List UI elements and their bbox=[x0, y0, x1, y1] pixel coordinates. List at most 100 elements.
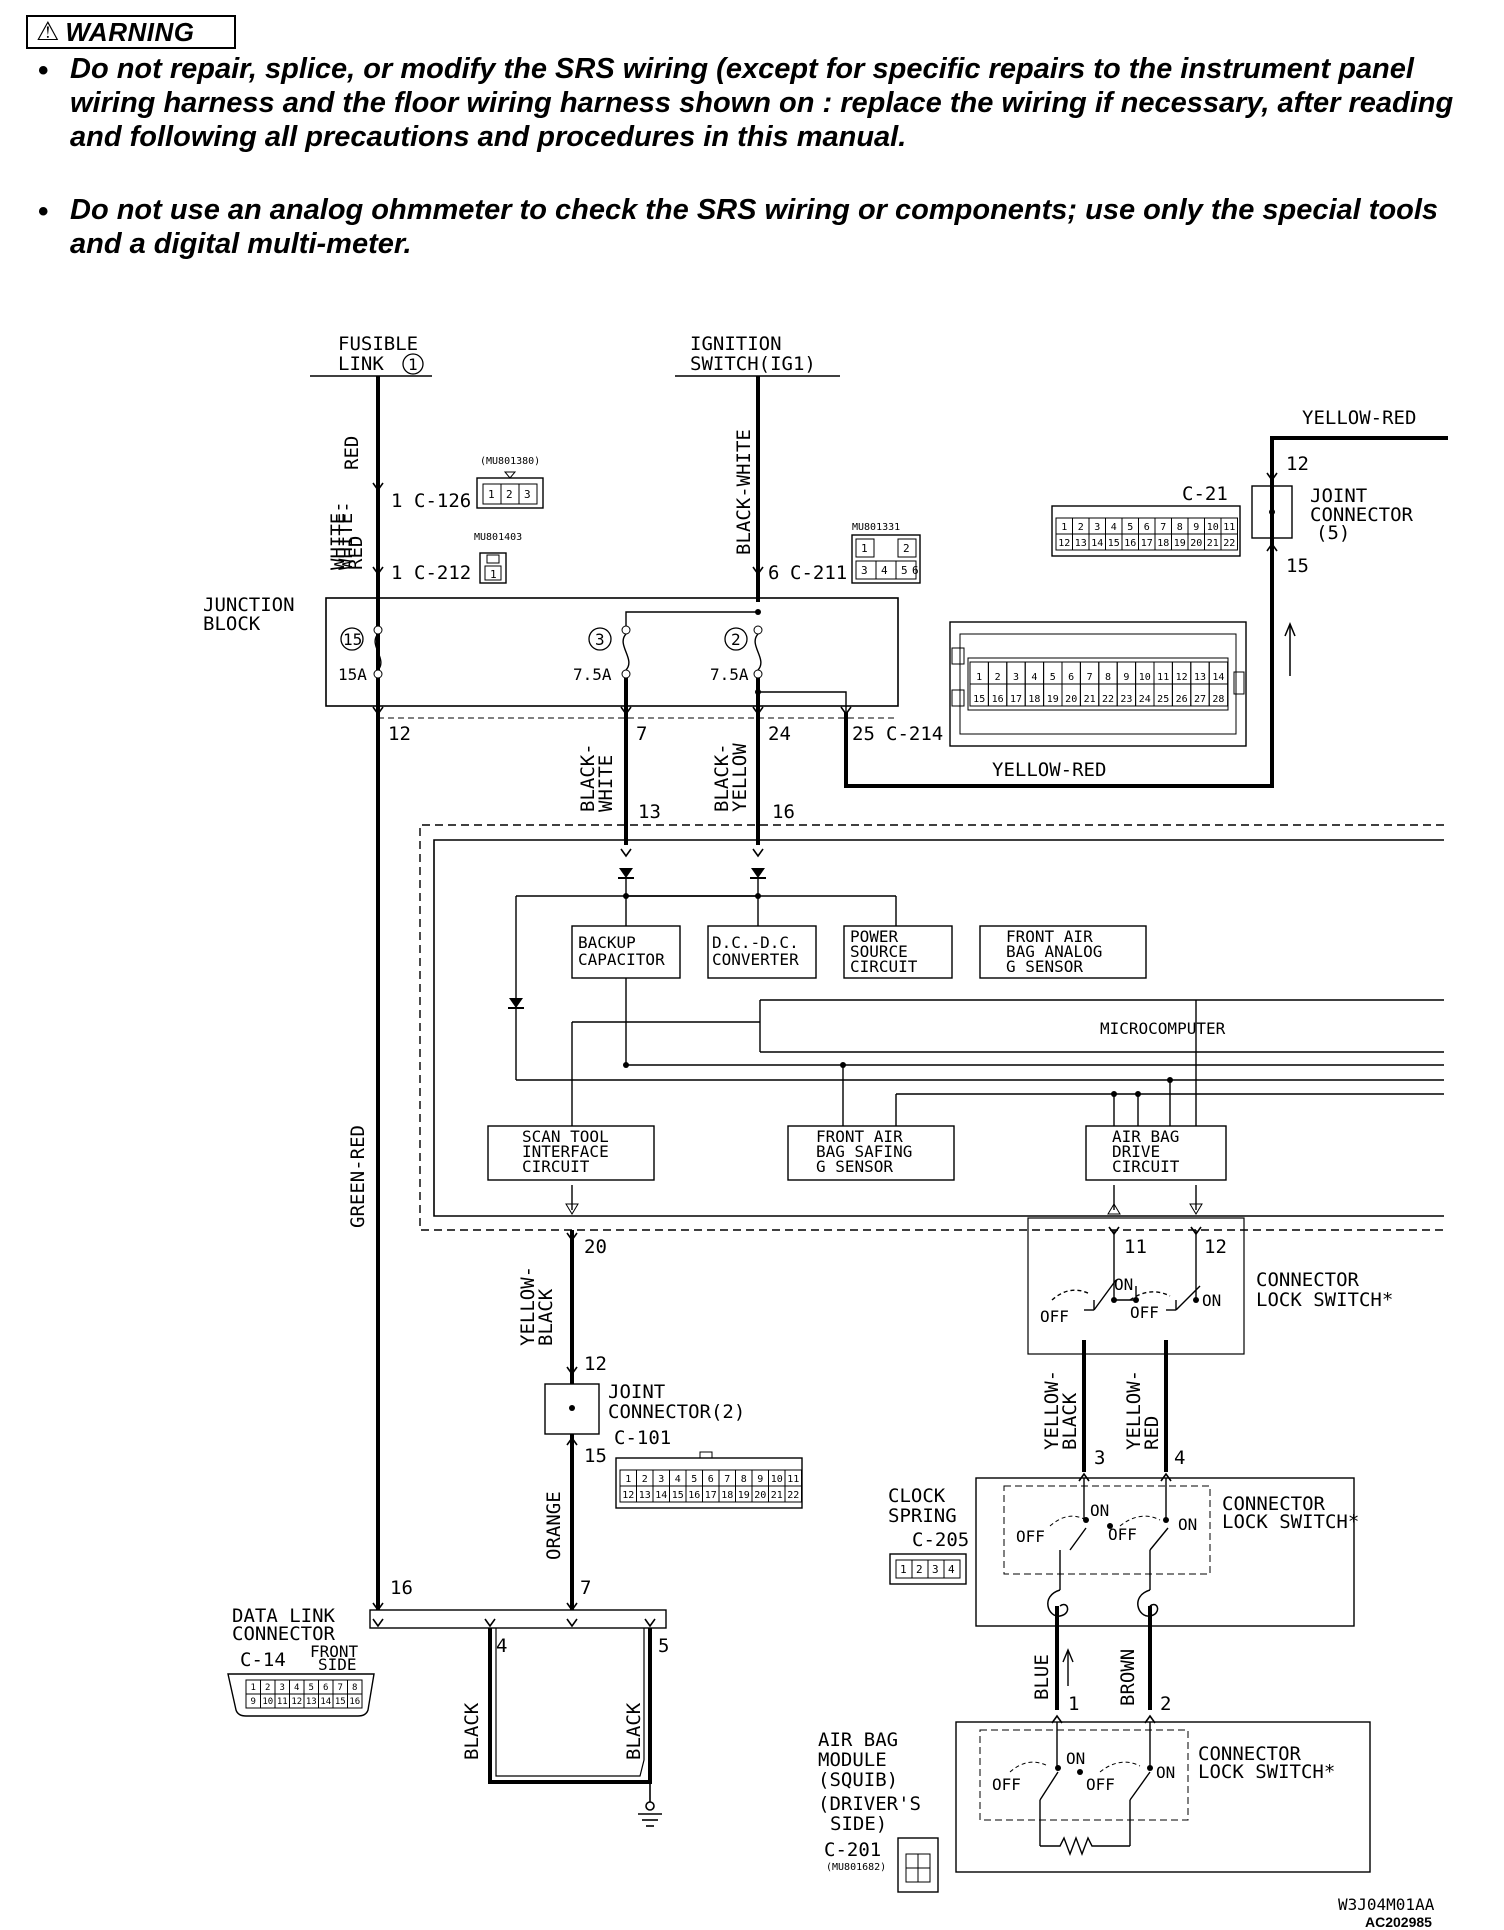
svg-text:12: 12 bbox=[1286, 453, 1309, 475]
svg-text:YELLOW-RED: YELLOW-RED bbox=[992, 759, 1106, 781]
connector-pin-number: 6 bbox=[1144, 522, 1150, 533]
svg-text:C-211: C-211 bbox=[790, 562, 847, 584]
svg-text:YELLOW-: YELLOW- bbox=[1041, 1370, 1063, 1450]
svg-text:LINK: LINK bbox=[338, 353, 384, 375]
wire-label-white-red-top: WHITE- bbox=[335, 501, 357, 570]
svg-text:CONNECTOR: CONNECTOR bbox=[1256, 1269, 1360, 1291]
connector-pin-number: 2 bbox=[265, 1683, 270, 1693]
connector-pin-number: 21 bbox=[1207, 538, 1219, 549]
svg-text:20: 20 bbox=[584, 1236, 607, 1258]
svg-text:RED: RED bbox=[345, 536, 367, 570]
svg-text:LOCK SWITCH*: LOCK SWITCH* bbox=[1198, 1761, 1335, 1783]
svg-text:1: 1 bbox=[900, 1563, 907, 1576]
connector-pin-number: 1 bbox=[625, 1474, 631, 1485]
svg-text:SWITCH(IG1): SWITCH(IG1) bbox=[690, 353, 816, 375]
svg-text:1: 1 bbox=[490, 568, 497, 581]
svg-text:OFF: OFF bbox=[1130, 1303, 1159, 1322]
connector-pin-number: 10 bbox=[1139, 672, 1151, 683]
connector-pin-number: 7 bbox=[1087, 672, 1093, 683]
svg-text:C-201: C-201 bbox=[824, 1839, 881, 1861]
svg-text:OFF: OFF bbox=[992, 1775, 1021, 1794]
svg-text:2: 2 bbox=[506, 488, 513, 501]
connector-pin-number: 6 bbox=[323, 1683, 328, 1693]
svg-text:LOCK SWITCH*: LOCK SWITCH* bbox=[1222, 1511, 1359, 1533]
bullet: • bbox=[38, 54, 49, 87]
ecu-internal-wiring bbox=[515, 878, 1444, 1210]
svg-text:GREEN-RED: GREEN-RED bbox=[347, 1125, 369, 1228]
svg-text:SPRING: SPRING bbox=[888, 1505, 957, 1527]
svg-text:FRONT AIR: FRONT AIR bbox=[1006, 927, 1093, 946]
svg-text:YELLOW: YELLOW bbox=[729, 743, 751, 812]
connector-pin-number: 12 bbox=[1058, 538, 1070, 549]
svg-text:MU801331: MU801331 bbox=[852, 522, 900, 533]
svg-text:G SENSOR: G SENSOR bbox=[816, 1157, 893, 1176]
svg-text:BAG ANALOG: BAG ANALOG bbox=[1006, 942, 1102, 961]
svg-text:FRONT: FRONT bbox=[310, 1642, 359, 1661]
diode-pin13 bbox=[618, 848, 634, 879]
svg-text:FUSIBLE: FUSIBLE bbox=[338, 333, 418, 355]
svg-text:JOINT: JOINT bbox=[1310, 485, 1367, 507]
svg-text:OFF: OFF bbox=[1086, 1775, 1115, 1794]
svg-text:12: 12 bbox=[388, 723, 411, 745]
connector-pin-number: 17 bbox=[1141, 538, 1153, 549]
connector-pin-number: 4 bbox=[675, 1474, 681, 1485]
connector-pin-number: 25 bbox=[1157, 694, 1169, 705]
connector-pin-number: 8 bbox=[741, 1474, 747, 1485]
connector-pin bbox=[347, 1693, 363, 1709]
svg-text:CIRCUIT: CIRCUIT bbox=[522, 1157, 590, 1176]
connector-pin-number: 18 bbox=[721, 1490, 733, 1501]
svg-text:C-126: C-126 bbox=[414, 490, 471, 512]
svg-text:5: 5 bbox=[658, 1635, 669, 1657]
srs-ecu-outline bbox=[419, 824, 1444, 1231]
connector-pin bbox=[784, 1485, 802, 1503]
warning-item-2: Do not use an analog ohmmeter to check t… bbox=[70, 194, 1439, 260]
svg-text:BLACK: BLACK bbox=[461, 1702, 483, 1760]
svg-text:RED: RED bbox=[341, 436, 363, 470]
svg-text:BLACK: BLACK bbox=[535, 1288, 557, 1346]
svg-text:1: 1 bbox=[488, 488, 495, 501]
wire-black-white bbox=[620, 678, 632, 845]
connector-pin-number: 1 bbox=[251, 1683, 256, 1693]
svg-text:24: 24 bbox=[768, 723, 791, 745]
svg-text:SCAN TOOL: SCAN TOOL bbox=[522, 1127, 609, 1146]
data-link-connector: DATA LINK CONNECTOR C-14 FRONT SIDE 4 5 bbox=[232, 1605, 669, 1674]
figure-code: W3J04M01AA bbox=[1338, 1895, 1435, 1914]
svg-text:JUNCTION: JUNCTION bbox=[203, 594, 295, 616]
svg-text:3: 3 bbox=[595, 630, 605, 649]
airbag-wires bbox=[1055, 1340, 1168, 1710]
connector-pin-number: 15 bbox=[1108, 538, 1120, 549]
scan-tool-interface-block: SCAN TOOL INTERFACE CIRCUIT bbox=[487, 1125, 655, 1181]
svg-text:6: 6 bbox=[768, 562, 779, 584]
connector-pin-number: 19 bbox=[738, 1490, 750, 1501]
clock-spring: CLOCK SPRING C-205 CONNECTOR LOCK SWITCH… bbox=[888, 1477, 1359, 1627]
c212-connector-icon: MU801403 1 bbox=[474, 532, 522, 584]
connector-pin-number: 17 bbox=[705, 1490, 717, 1501]
svg-text:ON: ON bbox=[1178, 1515, 1197, 1534]
svg-text:15: 15 bbox=[584, 1445, 607, 1467]
svg-text:BLACK: BLACK bbox=[1059, 1392, 1081, 1450]
connector-pin-number: 4 bbox=[294, 1683, 299, 1693]
svg-text:C-101: C-101 bbox=[614, 1427, 671, 1449]
connector-pin-number: 4 bbox=[1031, 672, 1037, 683]
svg-text:ON: ON bbox=[1090, 1501, 1109, 1520]
svg-text:3: 3 bbox=[932, 1563, 939, 1576]
connector-pin-number: 22 bbox=[787, 1490, 799, 1501]
connector-pin-number: 8 bbox=[1177, 522, 1183, 533]
svg-text:ON: ON bbox=[1066, 1749, 1085, 1768]
svg-text:(SQUIB): (SQUIB) bbox=[818, 1769, 898, 1791]
connector-pin-number: 9 bbox=[757, 1474, 763, 1485]
connector-pin-number: 3 bbox=[1094, 522, 1100, 533]
connector-pin-number: 16 bbox=[1124, 538, 1136, 549]
connector-pin-number: 12 bbox=[622, 1490, 634, 1501]
svg-text:OFF: OFF bbox=[1108, 1525, 1137, 1544]
svg-text:1: 1 bbox=[408, 355, 418, 374]
connector-pin-number: 1 bbox=[976, 672, 982, 683]
connector-pin-number: 22 bbox=[1223, 538, 1235, 549]
diode-pin16 bbox=[750, 848, 766, 879]
connector-pin-number: 16 bbox=[349, 1697, 360, 1707]
warning-triangle-icon: ⚠ bbox=[36, 17, 60, 47]
svg-text:JOINT: JOINT bbox=[608, 1381, 665, 1403]
connector-pin-number: 11 bbox=[1223, 522, 1235, 533]
